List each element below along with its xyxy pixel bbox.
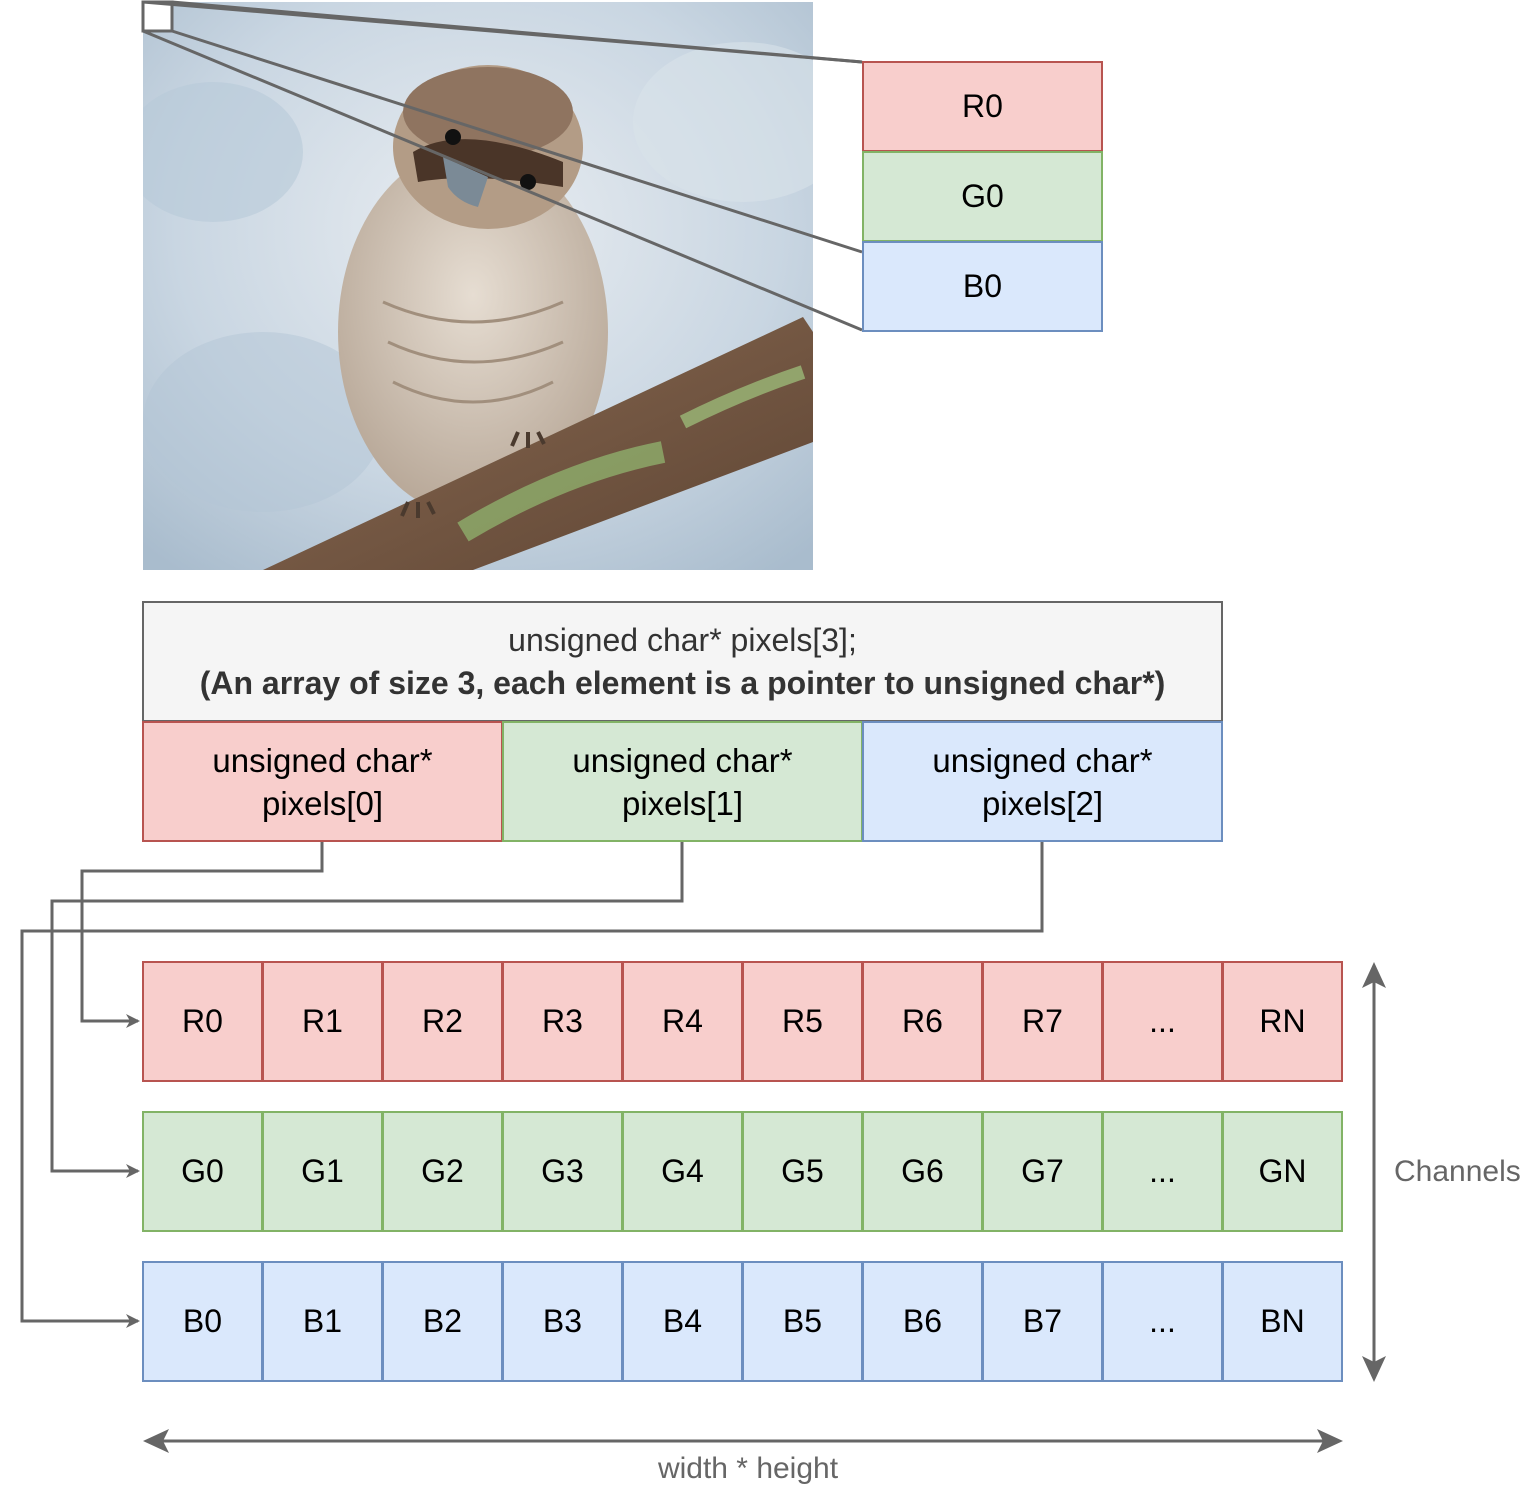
array-declaration-code: unsigned char* pixels[3]; [508, 621, 857, 658]
blue-channel-cell: B1 [262, 1261, 383, 1382]
red-channel-cell-label: R7 [1022, 1003, 1063, 1039]
blue-channel-cell-label: B5 [782, 1303, 823, 1339]
red-channel-cell-label: R6 [902, 1003, 943, 1039]
blue-channel-cell: BN [1222, 1261, 1343, 1382]
red-channel-row: R0 R1 R2 R3 R4 R5 R6 R7... RN [142, 961, 1343, 1082]
bird-photo-drawing [143, 2, 813, 570]
green-channel-cell: G0 [142, 1111, 263, 1232]
red-channel-cell-label: RN [1259, 1003, 1306, 1039]
blue-channel-row: B0 B1 B2 B3 B4 B5 B6 B7... BN [142, 1261, 1343, 1382]
pointer-cell-0-type: unsigned char* [212, 741, 433, 779]
red-channel-cell-label: R3 [542, 1003, 583, 1039]
array-declaration-box: unsigned char* pixels[3]; (An array of s… [142, 601, 1223, 722]
blue-channel-cell: B3 [502, 1261, 623, 1382]
pointer-0-arrow [80, 842, 324, 1028]
green-channel-cell-label: G6 [901, 1153, 944, 1189]
blue-channel-cell-label: B6 [902, 1303, 943, 1339]
red-channel-cell: R4 [622, 961, 743, 1082]
green-channel-cell: G6 [862, 1111, 983, 1232]
pointer-cell-2: unsigned char* pixels[2] [862, 721, 1223, 842]
pointer-cell-2-name: pixels[2] [981, 784, 1104, 822]
pointer-cell-0-name: pixels[0] [261, 784, 384, 822]
zoom-line-mid [171, 29, 863, 254]
array-declaration-description: (An array of size 3, each element is a p… [199, 664, 1166, 701]
red-channel-cell: R1 [262, 961, 383, 1082]
pointer-cell-1: unsigned char* pixels[1] [502, 721, 863, 842]
red-channel-cell: R7 [982, 961, 1103, 1082]
pixel-highlight-square [141, 0, 174, 33]
green-channel-cell: GN [1222, 1111, 1343, 1232]
green-channel-cell: G4 [622, 1111, 743, 1232]
zoom-channel-r-label: R0 [962, 88, 1003, 124]
green-channel-cell-label: G4 [661, 1153, 704, 1189]
zoom-channel-b-label: B0 [962, 268, 1003, 304]
green-channel-cell-label: G1 [301, 1153, 344, 1189]
red-channel-cell-label: R4 [662, 1003, 703, 1039]
zoom-channel-b: B0 [862, 241, 1103, 332]
red-channel-cell-label: R5 [782, 1003, 823, 1039]
red-channel-cell: ... [1102, 961, 1223, 1082]
pointer-cell-1-name: pixels[1] [621, 784, 744, 822]
blue-channel-cell: B6 [862, 1261, 983, 1382]
pointer-cell-0: unsigned char* pixels[0] [142, 721, 503, 842]
width-axis-label: width * height [657, 1452, 839, 1485]
blue-channel-cell-label: B2 [422, 1303, 463, 1339]
green-channel-cell-label: G5 [781, 1153, 824, 1189]
red-channel-cell: R5 [742, 961, 863, 1082]
red-channel-cell: R2 [382, 961, 503, 1082]
zoom-channel-g-label: G0 [961, 178, 1004, 214]
pointer-cell-1-type: unsigned char* [572, 741, 793, 779]
blue-channel-cell-label: B7 [1022, 1303, 1063, 1339]
red-channel-cell: R0 [142, 961, 263, 1082]
green-channel-cell: ... [1102, 1111, 1223, 1232]
red-channel-cell-label: ... [1149, 1003, 1176, 1039]
green-channel-cell: G3 [502, 1111, 623, 1232]
red-channel-cell: R3 [502, 961, 623, 1082]
blue-channel-cell-label: B4 [662, 1303, 703, 1339]
blue-channel-cell: B4 [622, 1261, 743, 1382]
green-channel-cell: G7 [982, 1111, 1103, 1232]
blue-channel-cell: B7 [982, 1261, 1103, 1382]
blue-channel-cell: ... [1102, 1261, 1223, 1382]
pointer-cell-2-type: unsigned char* [932, 741, 1153, 779]
blue-channel-cell: B0 [142, 1261, 263, 1382]
green-channel-cell-label: ... [1149, 1153, 1176, 1189]
green-channel-cell-label: G2 [421, 1153, 464, 1189]
channels-axis-label: Channels [1394, 1155, 1521, 1188]
blue-channel-cell-label: B0 [182, 1303, 223, 1339]
width-axis-arrow-right [1317, 1429, 1343, 1453]
blue-channel-cell-label: ... [1149, 1303, 1176, 1339]
width-axis-arrow-left [143, 1429, 169, 1453]
pointer-2-arrow [20, 842, 1044, 1328]
pointer-1-arrow [50, 842, 684, 1178]
red-channel-cell-label: R1 [302, 1003, 343, 1039]
green-channel-cell-label: G7 [1021, 1153, 1064, 1189]
green-channel-cell: G2 [382, 1111, 503, 1232]
red-channel-cell-label: R0 [182, 1003, 223, 1039]
green-channel-cell: G1 [262, 1111, 383, 1232]
channels-axis-arrow-down [1362, 1356, 1386, 1382]
blue-channel-cell: B5 [742, 1261, 863, 1382]
red-channel-cell-label: R2 [422, 1003, 463, 1039]
blue-channel-cell: B2 [382, 1261, 503, 1382]
green-channel-row: G0 G1 G2 G3 G4 G5 G6 G7... GN [142, 1111, 1343, 1232]
green-channel-cell-label: GN [1258, 1153, 1307, 1189]
blue-channel-cell-label: B3 [542, 1303, 583, 1339]
zoom-channel-g: G0 [862, 151, 1103, 242]
green-channel-cell: G5 [742, 1111, 863, 1232]
blue-channel-cell-label: B1 [302, 1303, 343, 1339]
zoom-channel-r: R0 [862, 61, 1103, 152]
red-channel-cell: R6 [862, 961, 983, 1082]
zoom-line-bottom [142, 29, 863, 332]
blue-channel-cell-label: BN [1260, 1303, 1305, 1339]
zoom-line-top-inner [142, 0, 863, 64]
bird-photo [143, 2, 813, 570]
green-channel-cell-label: G3 [541, 1153, 584, 1189]
red-channel-cell: RN [1222, 961, 1343, 1082]
channels-axis-arrow-up [1362, 962, 1386, 988]
green-channel-cell-label: G0 [181, 1153, 224, 1189]
